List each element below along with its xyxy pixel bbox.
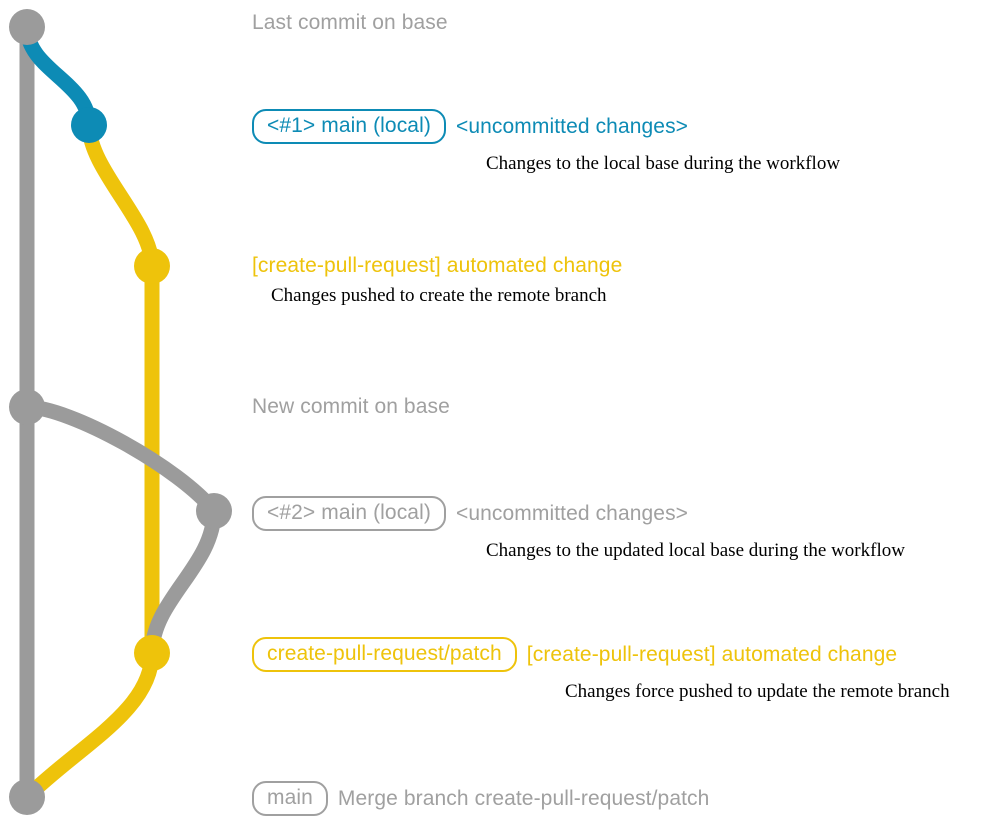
heading-new-commit-on-base: New commit on base: [252, 395, 450, 418]
heading-last-commit-on-base: Last commit on base: [252, 11, 448, 34]
commit-node-base-last: [9, 9, 45, 45]
row-last-commit-on-base: Last commit on base: [252, 12, 448, 33]
commit-message-remote-1: [create-pull-request] automated change: [252, 254, 623, 277]
row-remote-commit-2: create-pull-request/patch [create-pull-r…: [252, 637, 950, 703]
commit-description-remote-1: Changes pushed to create the remote bran…: [271, 285, 607, 306]
branch-pill-local-2[interactable]: <#2> main (local): [252, 496, 446, 531]
row-local-commit-2: <#2> main (local) <uncommitted changes> …: [252, 496, 905, 562]
row-merge-commit: main Merge branch create-pull-request/pa…: [252, 781, 709, 816]
merge-path: [19, 645, 160, 805]
commit-message-local-2: <uncommitted changes>: [455, 502, 689, 525]
commit-node-base-merge: [9, 779, 45, 815]
row-new-commit-on-base: New commit on base: [252, 396, 450, 417]
commit-description-remote-2: Changes force pushed to update the remot…: [565, 681, 950, 702]
commit-message-local-1: <uncommitted changes>: [455, 115, 689, 138]
branch-pill-remote-2[interactable]: create-pull-request/patch: [252, 637, 517, 672]
commit-message-remote-2: [create-pull-request] automated change: [526, 643, 898, 666]
commit-node-remote-1: [134, 248, 170, 284]
commit-description-local-1: Changes to the local base during the wor…: [486, 153, 841, 174]
commit-node-local-1: [71, 107, 107, 143]
commit-node-base-new: [9, 389, 45, 425]
row-local-commit-1: <#1> main (local) <uncommitted changes> …: [252, 109, 840, 175]
branch-pill-main[interactable]: main: [252, 781, 328, 816]
commit-node-remote-2: [134, 635, 170, 671]
commit-message-merge: Merge branch create-pull-request/patch: [337, 787, 710, 810]
remote-branch-path-1: [81, 117, 160, 661]
local-branch-path-2: [19, 399, 222, 519]
local-to-remote-path-2: [144, 503, 222, 661]
commit-node-local-2: [196, 493, 232, 529]
commit-description-local-2: Changes to the updated local base during…: [486, 540, 905, 561]
commit-nodes: [9, 9, 232, 815]
row-remote-commit-1: [create-pull-request] automated change C…: [252, 255, 622, 307]
branch-pill-local-1[interactable]: <#1> main (local): [252, 109, 446, 144]
